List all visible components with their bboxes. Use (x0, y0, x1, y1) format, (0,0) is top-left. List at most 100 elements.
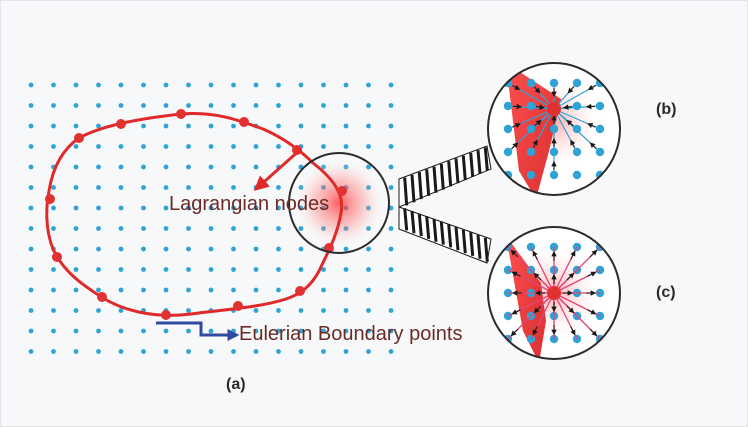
grid-dot (163, 103, 169, 108)
grid-dot (141, 267, 146, 272)
lagrangian-nodes-label: Lagrangian nodes (169, 193, 329, 215)
force-arrow (566, 305, 575, 314)
grid-dot (96, 226, 101, 231)
grid-dot (231, 144, 236, 149)
grid-dot (276, 123, 281, 129)
grid-dot (163, 226, 169, 231)
hatch-line (476, 149, 482, 174)
panel-b-zoom (487, 62, 621, 196)
grid-dot (163, 185, 169, 190)
grid-dot (28, 103, 34, 108)
force-arrow (563, 104, 573, 110)
grid-dot (388, 328, 394, 334)
grid-dot (253, 103, 259, 108)
grid-dot (141, 82, 146, 88)
grid-dot (141, 246, 146, 252)
grid-dot (73, 103, 79, 108)
grid-dot (388, 82, 394, 88)
grid-dot (96, 144, 101, 149)
grid-dot (96, 205, 101, 211)
grid-dot (73, 205, 79, 211)
grid-dot (73, 328, 79, 334)
grid-dot (388, 287, 394, 293)
lagrangian-curve (45, 111, 344, 317)
force-arrow (512, 123, 521, 129)
grid-dot (118, 164, 124, 170)
zoom-circle (288, 152, 390, 254)
grid-dot (388, 103, 394, 108)
grid-dot (73, 267, 79, 272)
force-arrow (512, 103, 523, 110)
hatch-line (447, 224, 453, 248)
force-arrow (566, 119, 574, 127)
zoom-grid-dot (503, 265, 513, 275)
eulerian-boundary-label: Eulerian Boundary points (239, 323, 462, 345)
grid-dot (276, 349, 281, 354)
grid-dot (253, 308, 259, 313)
grid-dot (231, 226, 236, 231)
grid-dot (186, 185, 191, 190)
grid-dot (276, 246, 281, 252)
grid-dot (276, 82, 281, 88)
grid-dot (73, 246, 79, 252)
grid-dot (366, 349, 371, 354)
hatch-line (483, 147, 489, 171)
grid-dot (118, 205, 124, 211)
grid-dot (298, 246, 304, 252)
grid-dot (51, 287, 56, 293)
grid-dot (96, 308, 101, 313)
grid-dot (28, 164, 34, 170)
panel-c-lagrangian-node (547, 286, 561, 300)
grid-dot (141, 287, 146, 293)
grid-dot (388, 185, 394, 190)
grid-dot (73, 349, 79, 354)
force-arrow (587, 271, 597, 277)
grid-dot (28, 205, 34, 211)
grid-dot (28, 123, 34, 129)
hatch-line (417, 171, 423, 200)
zoom-grid-dot (526, 170, 536, 180)
grid-dot (96, 267, 101, 272)
grid-dot (186, 226, 191, 231)
grid-dot (208, 267, 214, 272)
grid-dot (186, 246, 191, 252)
grid-dot (298, 349, 304, 354)
grid-dot (28, 82, 34, 88)
grid-dot (388, 308, 394, 313)
grid-dot (118, 144, 124, 149)
grid-dot (141, 164, 146, 170)
grid-dot (253, 328, 259, 334)
grid-dot (388, 246, 394, 252)
grid-dot (141, 226, 146, 231)
grid-dot (253, 246, 259, 252)
grid-dot (28, 308, 34, 313)
force-arrow (510, 249, 519, 258)
grid-dot (186, 328, 191, 334)
panel-a-label: (a) (226, 376, 246, 393)
grid-dot (208, 246, 214, 252)
grid-dot (253, 144, 259, 149)
grid-dot (321, 123, 326, 129)
grid-dot (343, 144, 349, 149)
grid-dot (186, 287, 191, 293)
grid-dot (321, 267, 326, 272)
grid-dot (253, 267, 259, 272)
grid-dot (118, 185, 124, 190)
force-arrow (589, 249, 598, 258)
force-arrow (510, 328, 519, 337)
force-arrow (589, 142, 597, 149)
grid-dot (343, 308, 349, 313)
grid-dot (231, 123, 236, 129)
zoom-grid-dot (503, 288, 513, 298)
grid-dot (208, 164, 214, 170)
lagrangian-pointer-arrow (253, 147, 302, 191)
grid-dot (118, 246, 124, 252)
grid-dot (51, 308, 56, 313)
hatch-line (432, 166, 438, 193)
grid-dot (186, 123, 191, 129)
grid-dot (321, 144, 326, 149)
hatch-line (469, 152, 475, 178)
panel-b-label: (b) (656, 101, 676, 118)
eulerian-pointer-arrow (156, 321, 240, 341)
